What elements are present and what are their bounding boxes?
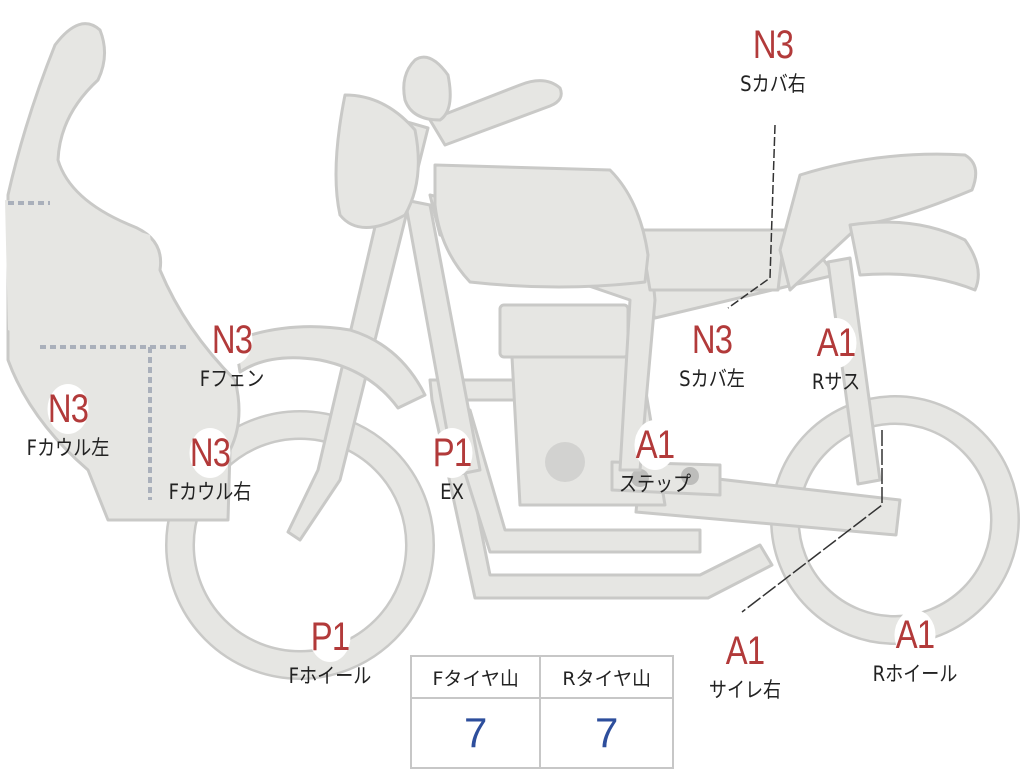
handlebar	[428, 79, 563, 147]
tail-cowl	[848, 220, 980, 292]
front-tread-value: 7	[409, 697, 542, 769]
front-fender	[233, 325, 427, 410]
grade-badge: P1	[309, 612, 351, 662]
leader-r-suspension	[741, 430, 883, 613]
engine-cover	[545, 442, 585, 482]
grade-badge: N3	[211, 315, 253, 365]
headlight	[334, 93, 420, 229]
grade-badge: N3	[47, 384, 89, 434]
front-tread-header: Fタイヤ山	[409, 655, 542, 699]
rear-tread-header: Rタイヤ山	[539, 655, 674, 699]
callout-f-cowl-left: N3 Fカウル左	[3, 384, 133, 460]
part-label: Fカウル左	[26, 436, 110, 460]
mirror	[402, 55, 452, 122]
front-fork	[286, 118, 430, 542]
callout-silencer-right: A1 サイレ右	[680, 626, 810, 702]
leader-s-cover-right	[727, 124, 776, 309]
callout-f-cowl-right: N3 Fカウル右	[145, 428, 275, 504]
grade-badge: A1	[634, 420, 676, 470]
part-label: Fフェン	[199, 367, 265, 391]
grade-badge: N3	[752, 20, 794, 70]
callout-f-wheel: P1 Fホイール	[265, 612, 395, 688]
part-label: Rサス	[811, 370, 861, 394]
callout-r-wheel: A1 Rホイール	[850, 610, 980, 686]
tire-tread-table: Fタイヤ山 Rタイヤ山 7 7	[409, 655, 674, 769]
side-cover	[638, 228, 787, 292]
part-label: Rホイール	[872, 662, 958, 686]
front-wheel	[165, 410, 435, 680]
engine-head	[498, 303, 630, 359]
grade-badge: A1	[724, 626, 766, 676]
part-label: Sカバ左	[679, 367, 745, 391]
part-label: Fホイール	[288, 664, 372, 688]
part-label: EX	[440, 480, 464, 504]
callout-s-cover-left: N3 Sカバ左	[647, 315, 777, 391]
fuel-tank	[433, 163, 650, 289]
part-label: Sカバ右	[740, 72, 806, 96]
part-label: サイレ右	[708, 678, 782, 702]
callout-s-cover-right: N3 Sカバ右	[708, 20, 838, 96]
cowl-inner-panel	[5, 200, 162, 345]
rear-shock	[826, 256, 882, 486]
grade-badge: N3	[189, 428, 231, 478]
grade-badge: N3	[691, 315, 733, 365]
grade-badge: P1	[431, 428, 473, 478]
grade-badge: A1	[815, 318, 857, 368]
frame-downtube	[403, 198, 482, 477]
part-label: Fカウル右	[168, 480, 252, 504]
callout-exhaust: P1 EX	[387, 428, 517, 504]
grade-badge: A1	[894, 610, 936, 660]
part-label: ステップ	[618, 472, 692, 496]
callout-r-suspension: A1 Rサス	[771, 318, 901, 394]
callout-f-fender: N3 Fフェン	[167, 315, 297, 391]
callout-step: A1 ステップ	[590, 420, 720, 496]
rear-tread-value: 7	[539, 697, 674, 769]
